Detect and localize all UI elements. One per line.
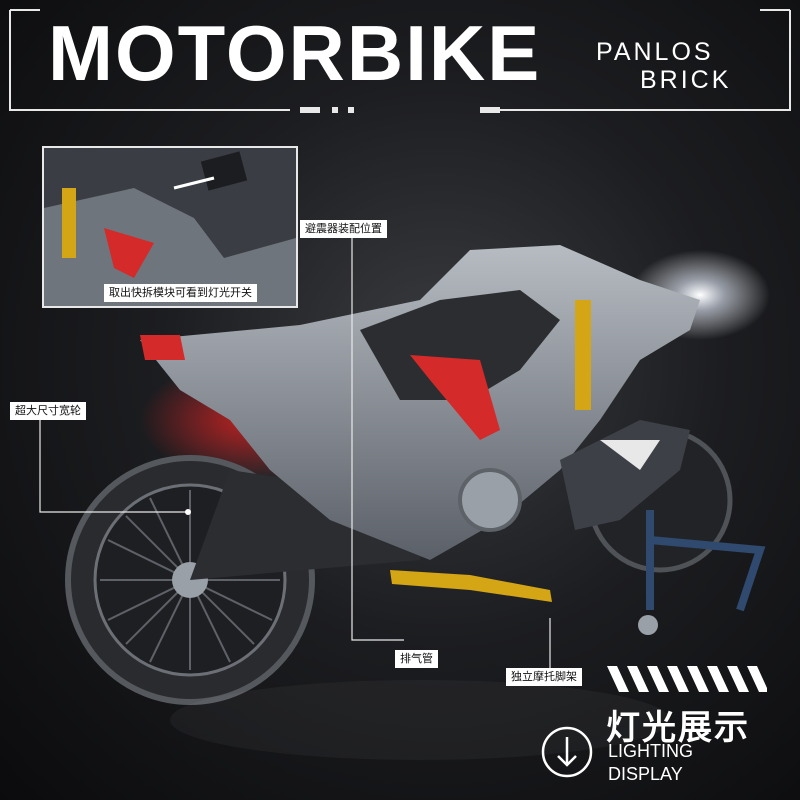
lighting-title-en: LIGHTING DISPLAY — [608, 740, 693, 786]
kickstand-label: 独立摩托脚架 — [506, 668, 582, 686]
inset-detail-image: 取出快拆模块可看到灯光开关 — [42, 146, 298, 308]
inset-caption-label: 取出快拆模块可看到灯光开关 — [104, 284, 257, 302]
lighting-title-cn: 灯光展示 — [606, 708, 750, 748]
inset-detail-art — [44, 148, 296, 306]
exhaust-label: 排气管 — [395, 650, 438, 668]
lighting-line-2: DISPLAY — [608, 764, 683, 784]
lighting-line-1: LIGHTING — [608, 741, 694, 761]
shock-mount-label: 避震器装配位置 — [300, 220, 387, 238]
hazard-stripes-graphic — [607, 666, 767, 692]
wide-wheel-label: 超大尺寸宽轮 — [10, 402, 86, 420]
arrow-down-circle-icon — [541, 726, 593, 778]
